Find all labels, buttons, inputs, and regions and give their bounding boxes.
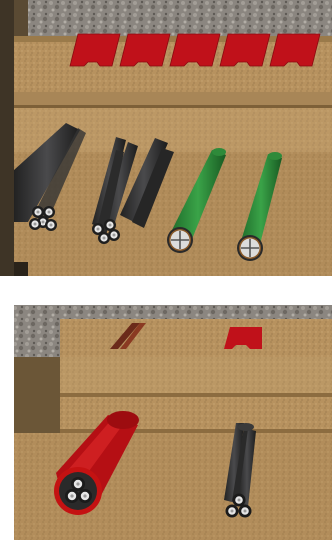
sand-upper-bottom [60, 319, 332, 357]
trench-scene-top [0, 0, 332, 276]
trench-scene-bottom [0, 305, 332, 540]
warning-tile [170, 34, 220, 66]
trench-illustration-top [0, 0, 332, 276]
warning-tiles [70, 34, 320, 66]
trench-illustration-bottom [0, 305, 332, 540]
warning-tile [70, 34, 120, 66]
warning-tile [220, 34, 270, 66]
warning-tile [270, 34, 320, 66]
warning-tile [120, 34, 170, 66]
